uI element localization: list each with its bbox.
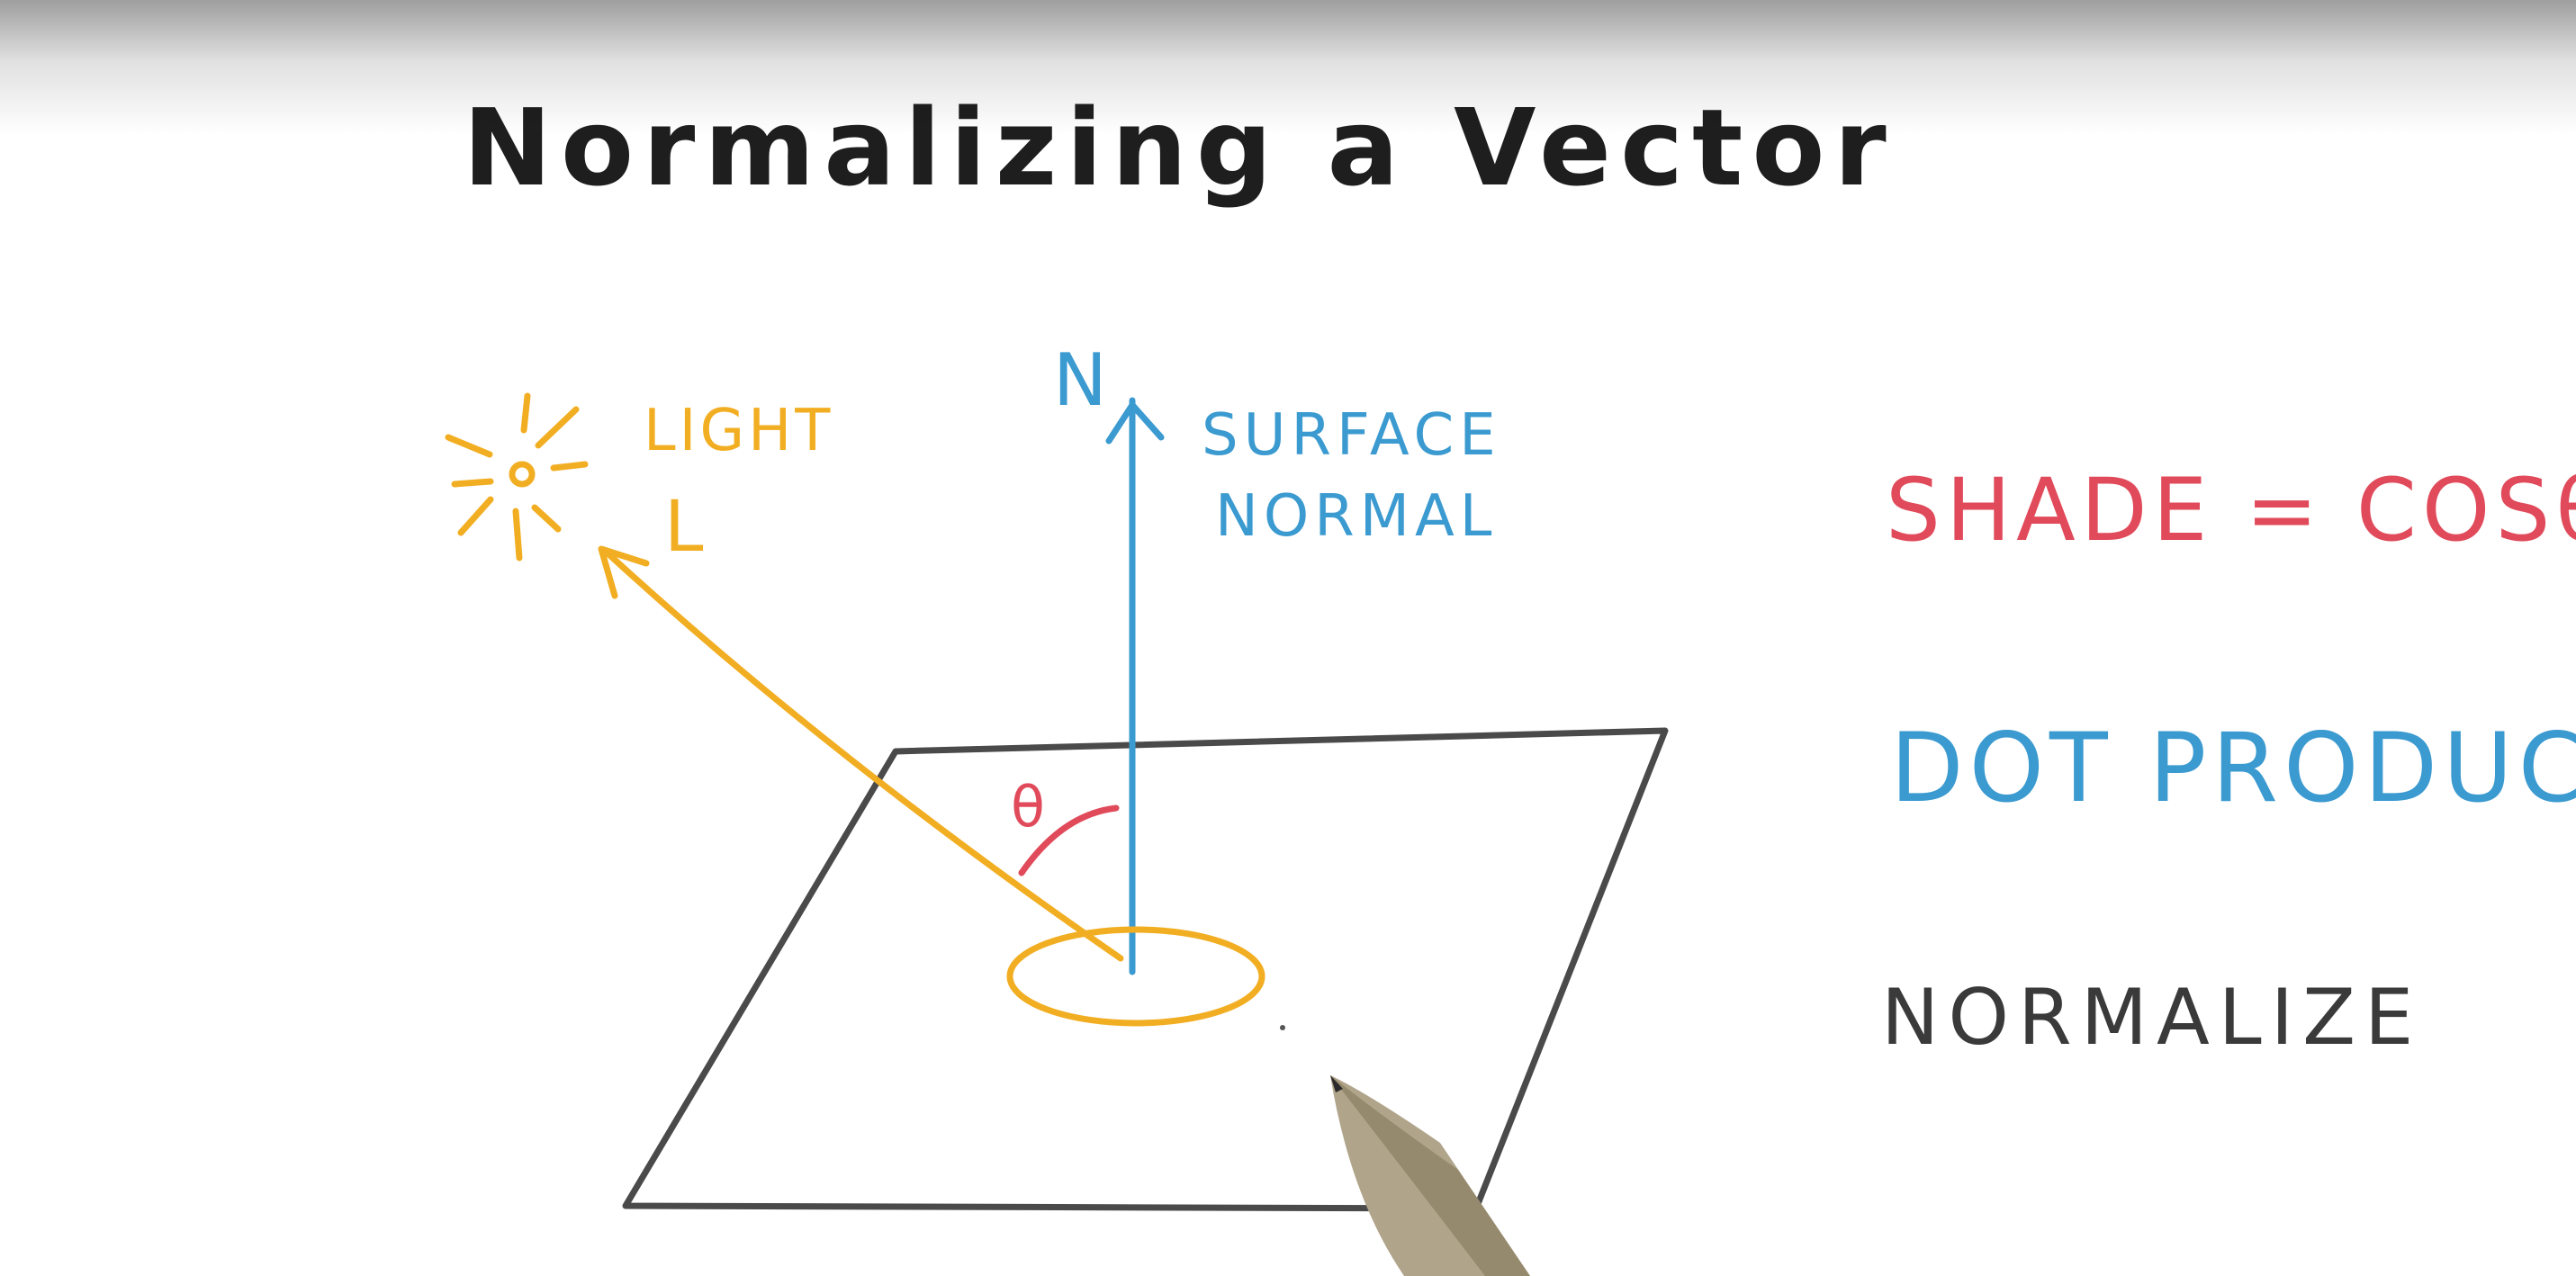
normal-vector-label: N <box>1053 338 1107 422</box>
shade-formula: SHADE = COSθ <box>1886 460 2576 561</box>
surface-label: SURFACE <box>1202 402 1501 469</box>
light-vector-arrowhead <box>598 545 650 599</box>
normal-label: NORMAL <box>1215 483 1497 550</box>
light-word-label: LIGHT <box>644 398 833 464</box>
hit-point-circle <box>1006 926 1265 1027</box>
pen-icon <box>1330 1075 1530 1276</box>
light-vector-label: L <box>664 487 704 568</box>
dot-product-note: DOT PRODUCT <box>1890 713 2576 823</box>
surface-plane <box>622 727 1669 1212</box>
normalize-note: NORMALIZE <box>1881 973 2422 1063</box>
theta-label: θ <box>1011 774 1045 840</box>
angle-arc <box>1018 804 1120 876</box>
surface-normal-arrowhead <box>1105 401 1165 445</box>
light-vector-arrow <box>601 547 1124 962</box>
sun-icon <box>445 392 589 562</box>
surface-dot <box>1280 1025 1285 1030</box>
title: Normalizing a Vector <box>463 85 1895 210</box>
